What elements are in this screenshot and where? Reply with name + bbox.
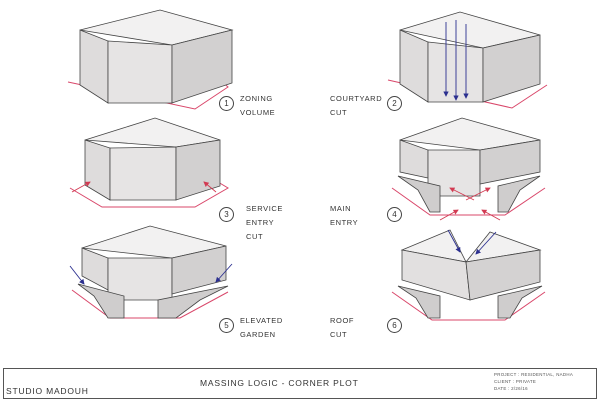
step-1-label: ZONING VOLUME (240, 94, 276, 117)
step-6-roof-cut-drawing (391, 229, 546, 321)
client-info: CLIENT : PRIVATE (494, 379, 537, 384)
plot-outline (391, 187, 546, 216)
step-1-zoning-volume-drawing (67, 9, 234, 110)
step-4-number: 4 (387, 207, 402, 222)
step-3-number: 3 (219, 207, 234, 222)
step-1-number: 1 (219, 96, 234, 111)
step-2-number: 2 (387, 96, 402, 111)
studio-name: STUDIO MADOUH (6, 386, 89, 396)
step-6-label: ROOF CUT (330, 316, 355, 339)
project-info: PROJECT : RESIDENTIAL, NADHA (494, 372, 574, 377)
step-2-label: COURTYARD CUT (330, 94, 383, 117)
date-info: DATE : 2/26/16 (494, 386, 528, 391)
plot-outline (71, 289, 229, 319)
step-2-courtyard-cut-drawing (387, 11, 548, 109)
step-5-number: 5 (219, 318, 234, 333)
plot-outline (391, 291, 546, 321)
sheet-title: MASSING LOGIC - CORNER PLOT (200, 378, 359, 388)
step-4-label: MAIN ENTRY (330, 204, 359, 227)
title-block (3, 368, 597, 399)
step-3-service-entry-cut-drawing (69, 117, 229, 208)
step-3-label: SERVICE ENTRY CUT (246, 204, 283, 241)
step-6-number: 6 (387, 318, 402, 333)
step-5-elevated-garden-drawing (69, 225, 233, 319)
step-5-label: ELEVATED GARDEN (240, 316, 283, 339)
plot-outline (69, 181, 229, 208)
step-4-main-entry-drawing (391, 117, 546, 221)
